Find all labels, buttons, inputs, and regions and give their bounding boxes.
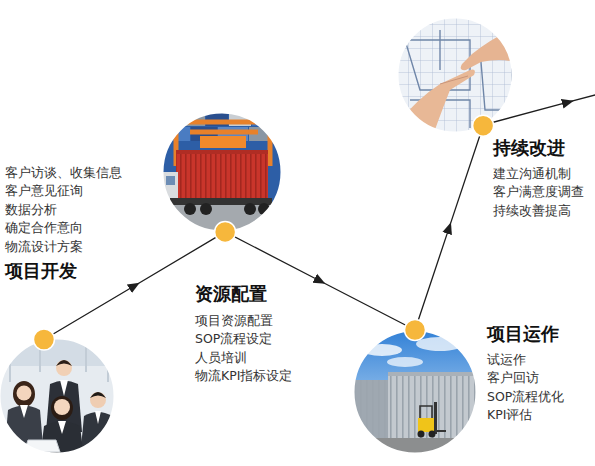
connector-dot — [215, 221, 236, 242]
flow-arrow — [415, 126, 483, 330]
photo-ring — [397, 17, 513, 133]
text-anchor: 项目开发 — [5, 260, 77, 282]
illustration-part — [13, 381, 35, 407]
illustration-part — [176, 150, 268, 198]
illustration-part — [244, 203, 256, 215]
illustration-part — [418, 418, 434, 432]
text-line: 客户满意度调查 — [493, 183, 584, 201]
text-line: 建立沟通机制 — [493, 165, 584, 183]
illustration-part — [200, 136, 246, 148]
illustration-part — [166, 176, 175, 185]
port-container-photo — [160, 110, 290, 236]
text-line: 试运作 — [487, 351, 564, 369]
illustration-part — [387, 357, 423, 367]
text-anchor: 资源配置 — [195, 283, 267, 305]
illustration-part — [170, 198, 272, 205]
text-line: 资源配置 — [195, 283, 267, 305]
illustration-part — [397, 70, 475, 138]
illustration-part — [184, 203, 196, 215]
illustration-part — [10, 336, 108, 382]
photo-ring — [353, 330, 477, 454]
illustration-part — [176, 150, 268, 154]
illustration-part — [418, 431, 425, 438]
text-line: 客户意见征询 — [5, 182, 122, 200]
text-line: 客户访谈、收集信息 — [5, 164, 122, 182]
text-line: 项目资源配置 — [195, 312, 292, 330]
illustration-part — [54, 399, 70, 415]
connector-dot — [33, 329, 54, 350]
illustration-part — [388, 372, 483, 440]
text-line: 客户回访 — [487, 369, 564, 387]
illustration-part — [0, 336, 118, 458]
text-line: SOP流程设定 — [195, 330, 292, 348]
illustration-part — [58, 421, 66, 434]
outgoing-arrow-line — [483, 95, 595, 125]
illustration-part — [90, 392, 106, 408]
illustration-part — [20, 405, 28, 418]
photo-ring — [0, 338, 115, 454]
illustration-part — [51, 396, 73, 420]
text-line: KPI评估 — [487, 406, 564, 424]
illustration-part — [350, 438, 480, 460]
stage-steps: 试运作 客户回访 SOP流程优化 KPI评估 — [487, 351, 564, 425]
text-anchor: 持续改进 — [493, 137, 565, 159]
blueprint-hands-photo — [395, 15, 517, 138]
text-anchor: 项目运作 — [487, 323, 559, 345]
illustration-part — [429, 431, 436, 438]
stage-heading: 项目开发 — [5, 260, 77, 282]
text-line: 物流设计方案 — [5, 238, 122, 256]
text-line: 项目运作 — [487, 323, 559, 345]
text-line: 持续改进 — [493, 137, 565, 159]
illustration-part — [17, 386, 32, 401]
stage-heading: 持续改进 — [493, 137, 565, 159]
photo-circle-node: 资源配置项目资源配置 SOP流程设定 人员培训 物流KPI指标设定 — [162, 112, 282, 232]
text-line: 确定合作意向 — [5, 219, 122, 237]
photo-circle-node: 项目运作试运作 客户回访 SOP流程优化 KPI评估 — [353, 330, 477, 454]
illustration-part — [90, 392, 106, 398]
connector-dot — [473, 115, 494, 136]
illustration-part — [440, 76, 468, 84]
illustration-part — [56, 360, 72, 366]
text-anchor: 项目资源配置 SOP流程设定 人员培训 物流KPI指标设定 — [195, 312, 292, 386]
illustration-part — [395, 15, 517, 137]
text-anchor: 建立沟通机制 客户满意度调查 持续改善提高 — [493, 165, 584, 220]
stage-heading: 资源配置 — [195, 283, 267, 305]
warehouse-forklift-photo — [350, 328, 483, 460]
illustration-part — [420, 406, 432, 418]
office-team-photo — [0, 336, 118, 458]
illustration-part — [0, 336, 118, 366]
stage-steps: 项目资源配置 SOP流程设定 人员培训 物流KPI指标设定 — [195, 312, 292, 386]
illustration-part — [160, 112, 182, 126]
illustration-part — [56, 360, 72, 376]
stage-steps: 客户访谈、收集信息 客户意见征询 数据分析 确定合作意向 物流设计方案 — [5, 164, 122, 256]
illustration-part — [388, 372, 483, 376]
text-anchor: 试运作 客户回访 SOP流程优化 KPI评估 — [487, 351, 564, 425]
photo-ring — [162, 112, 282, 232]
text-line: SOP流程优化 — [487, 388, 564, 406]
illustration-part — [395, 15, 517, 137]
stage-heading: 项目运作 — [487, 323, 559, 345]
illustration-part — [60, 380, 68, 396]
illustration-part — [416, 337, 464, 351]
connector-dot — [405, 320, 426, 341]
text-line: 人员培训 — [195, 349, 292, 367]
stage-steps: 建立沟通机制 客户满意度调查 持续改善提高 — [493, 165, 584, 220]
text-line: 数据分析 — [5, 201, 122, 219]
text-line: 持续改善提高 — [493, 202, 584, 220]
text-anchor: 客户访谈、收集信息 客户意见征询 数据分析 确定合作意向 物流设计方案 — [5, 164, 122, 256]
text-line: 项目开发 — [5, 260, 77, 282]
text-line: 物流KPI指标设定 — [195, 367, 292, 385]
illustration-part — [176, 150, 268, 198]
photo-circle-node: 持续改进建立沟通机制 客户满意度调查 持续改善提高 — [397, 17, 513, 133]
illustration-part — [434, 402, 437, 434]
photo-circle-node: 项目开发客户访谈、收集信息 客户意见征询 数据分析 确定合作意向 物流设计方案 — [0, 338, 115, 454]
illustration-part — [437, 430, 446, 432]
illustration-part — [388, 372, 483, 440]
illustration-part — [95, 411, 101, 424]
illustration-part — [200, 203, 212, 215]
